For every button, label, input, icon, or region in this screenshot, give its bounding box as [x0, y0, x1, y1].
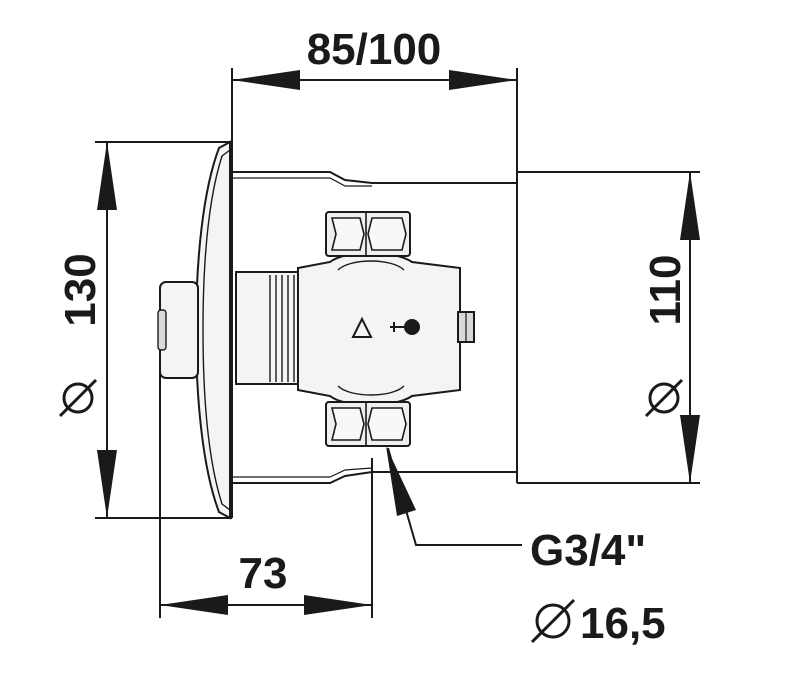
pipe-diameter-symbol	[530, 598, 576, 644]
valve-body	[235, 252, 475, 406]
housing-sleeve	[232, 171, 518, 484]
top-union-nut	[325, 211, 411, 257]
arrowhead-top-left	[232, 70, 300, 90]
bottom-width-label: 73	[239, 549, 288, 598]
arrowheads	[97, 70, 700, 615]
arrowhead-leader	[386, 446, 416, 516]
arrowhead-right-top	[680, 172, 700, 240]
cover-plate	[194, 140, 233, 520]
push-button	[157, 281, 199, 379]
key-icon	[390, 319, 420, 335]
right-diameter-label: 110	[641, 255, 690, 326]
arrowhead-top-right	[449, 70, 517, 90]
bottom-union-nut	[325, 401, 411, 447]
collar-threads	[269, 275, 295, 382]
arrowhead-bottom-left	[160, 595, 228, 615]
arrowhead-left-top	[97, 142, 117, 210]
dimension-texts: 85/100 73 130 110 G3/4" 16,5	[56, 25, 690, 648]
left-diameter-symbol	[58, 378, 98, 418]
top-width-label: 85/100	[307, 25, 442, 74]
arrowhead-bottom-right	[304, 595, 372, 615]
warning-triangle-icon	[351, 316, 373, 338]
right-diameter-symbol	[644, 378, 684, 418]
arrowhead-left-bottom	[97, 450, 117, 518]
pipe-diameter-label: 16,5	[580, 599, 666, 648]
left-diameter-label: 130	[56, 253, 105, 326]
thread-label: G3/4"	[530, 526, 646, 575]
arrowhead-right-bottom	[680, 415, 700, 483]
